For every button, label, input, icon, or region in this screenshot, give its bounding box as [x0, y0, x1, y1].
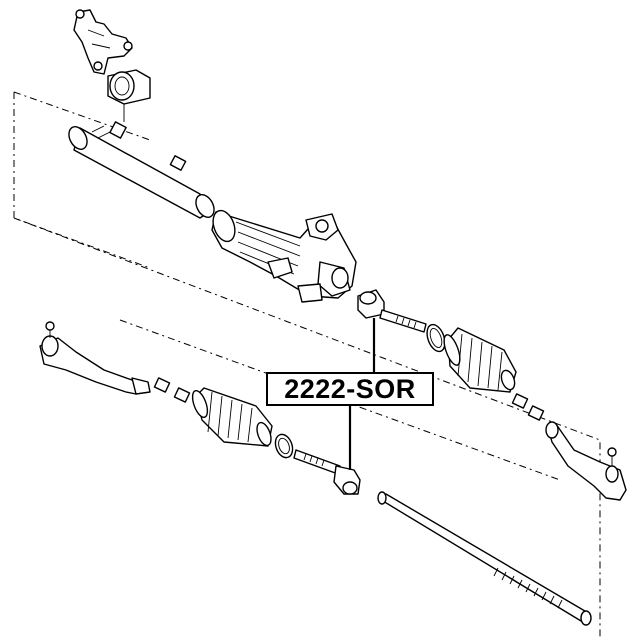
boot-clips-left: [153, 377, 191, 403]
inner-tie-rod-left: [293, 449, 361, 495]
part-number-label: 2222-SOR: [266, 372, 434, 406]
rack-boot-left: [191, 387, 273, 447]
toothed-rack-bar: [377, 491, 592, 626]
mounting-bracket: [73, 9, 133, 75]
tie-rod-end-left: [39, 321, 151, 395]
rack-boot-right: [443, 327, 517, 393]
rack-housing-tube: [68, 121, 215, 219]
tie-rod-end-right: [545, 421, 627, 501]
inner-tie-rod-right: [357, 289, 427, 333]
mount-bushing: [107, 69, 151, 122]
steering-gear-body: [211, 209, 357, 303]
clamp-ring-left: [274, 433, 294, 459]
boot-clips-right: [511, 393, 545, 421]
callout-leader-lines: [348, 318, 376, 470]
assembly-boundary-frame: [13, 91, 601, 640]
clamp-ring-right: [426, 323, 446, 353]
